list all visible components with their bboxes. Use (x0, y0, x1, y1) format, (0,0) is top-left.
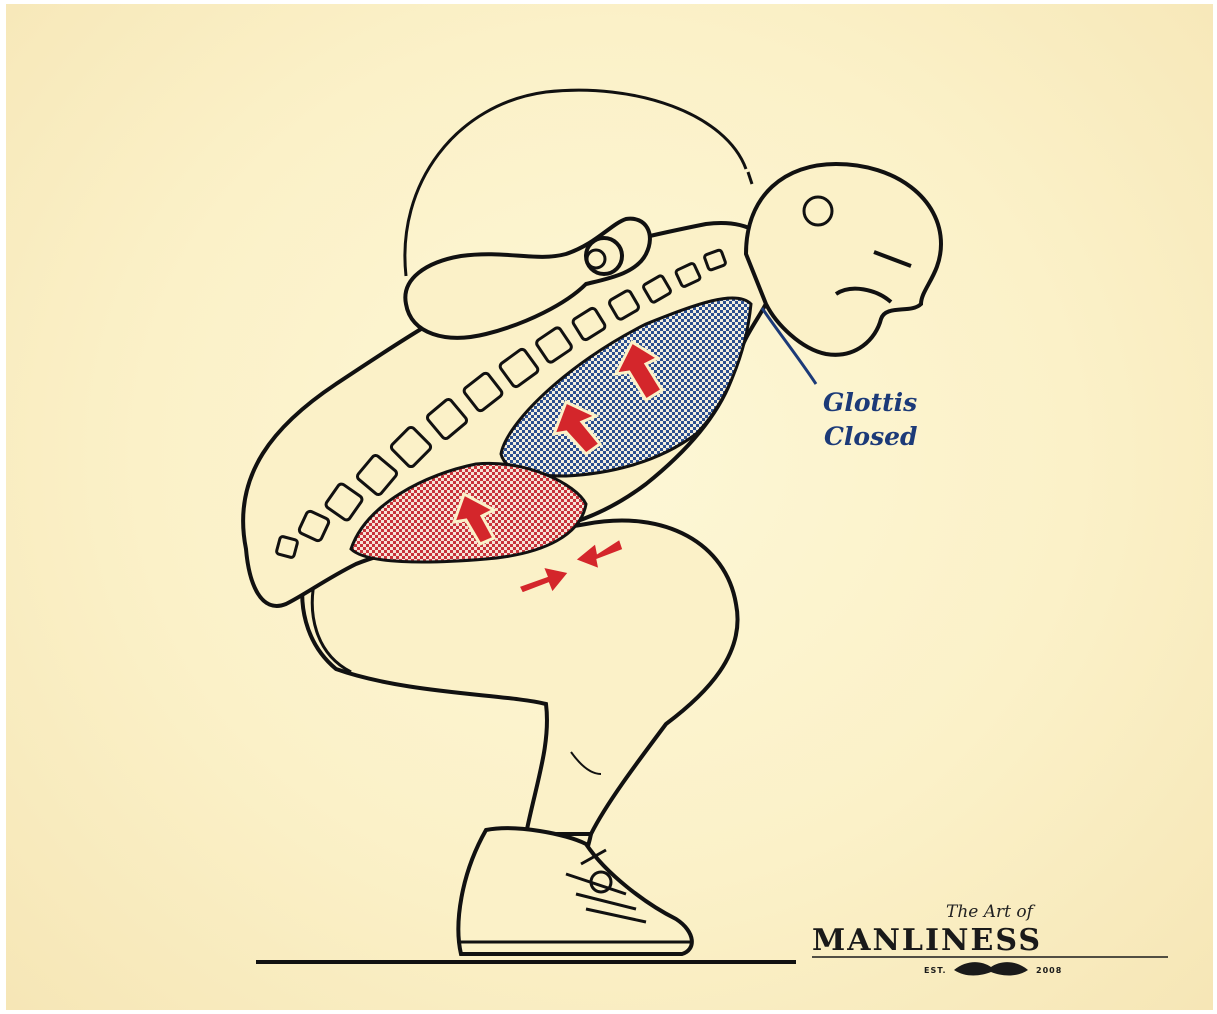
squat-valsalva-diagram: Glottis Closed The Art of MANLINESS EST.… (6, 4, 1213, 1010)
annotation-line-2: Closed (824, 422, 918, 451)
illustration-canvas: Glottis Closed The Art of MANLINESS EST.… (6, 4, 1213, 1010)
barbell-end (587, 250, 605, 268)
annotation-line-1: Glottis (823, 388, 917, 417)
logo: The Art of MANLINESS EST. 2008 (812, 902, 1168, 976)
thigh (302, 521, 737, 834)
mustache-icon (954, 962, 1028, 975)
logo-script-text: The Art of (946, 902, 1036, 922)
logo-wordmark: MANLINESS (812, 923, 1042, 958)
logo-est-year: 2008 (1036, 966, 1062, 975)
logo-est-label: EST. (924, 966, 947, 975)
barbell-plate-dash (748, 172, 752, 184)
shoe (458, 828, 691, 954)
